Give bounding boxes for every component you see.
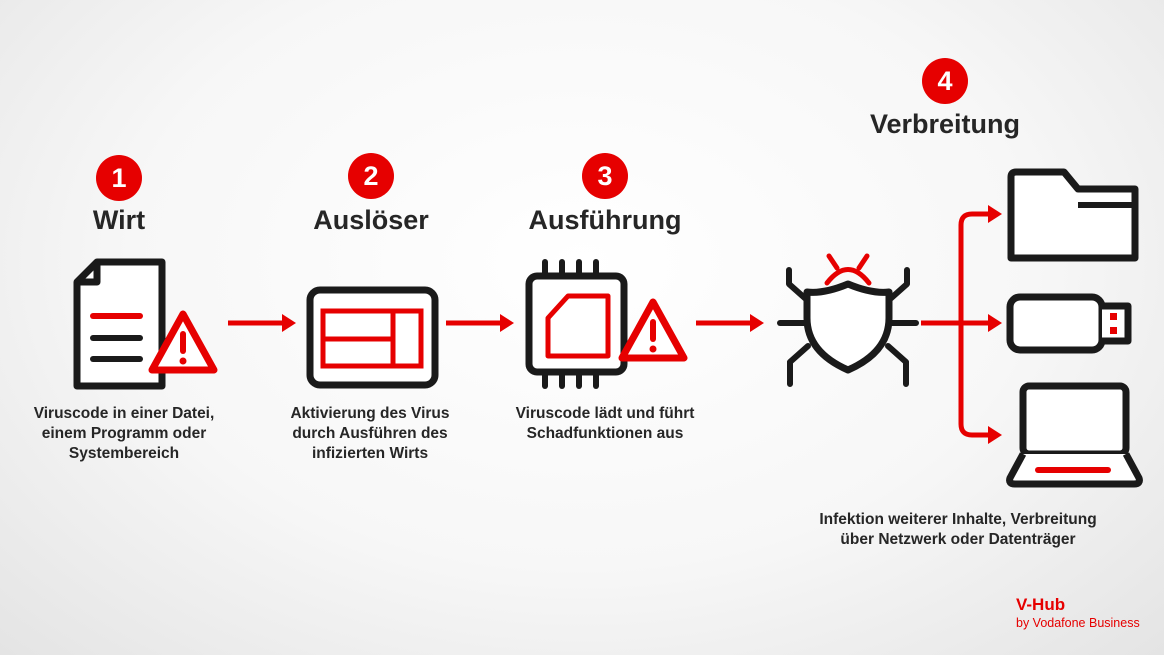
caption-line: durch Ausführen des bbox=[292, 425, 448, 442]
caption-line: Infektion weiterer Inhalte, Verbreitung bbox=[819, 511, 1097, 528]
caption-line: Systembereich bbox=[68, 445, 180, 462]
arrow-icon bbox=[446, 314, 514, 332]
step-3-caption: Viruscode lädt und führt Schadfunktionen… bbox=[490, 404, 720, 444]
warning-icon bbox=[148, 310, 218, 374]
laptop-icon bbox=[1006, 382, 1143, 488]
usb-stick-icon bbox=[1006, 293, 1132, 354]
arrow-icon bbox=[921, 205, 1002, 444]
caption-line: Viruscode lädt und führt bbox=[515, 405, 695, 422]
caption-line: Viruscode in einer Datei, bbox=[33, 405, 215, 422]
step-1-caption: Viruscode in einer Datei, einem Programm… bbox=[9, 404, 239, 464]
caption-line: über Netzwerk oder Datenträger bbox=[840, 531, 1076, 548]
step-4-title: Verbreitung bbox=[869, 109, 1021, 139]
arrow-icon bbox=[228, 314, 296, 332]
step-1-badge: 1 bbox=[96, 155, 142, 201]
step-2-badge: 2 bbox=[348, 153, 394, 199]
caption-line: einem Programm oder bbox=[41, 425, 207, 442]
caption-line: infizierten Wirts bbox=[311, 445, 429, 462]
brand-subtitle: by Vodafone Business bbox=[1016, 616, 1140, 630]
caption-line: Schadfunktionen aus bbox=[526, 425, 684, 442]
chip-icon bbox=[525, 259, 628, 389]
virus-bug-icon bbox=[777, 253, 919, 387]
step-3-badge: 3 bbox=[582, 153, 628, 199]
step-4-badge: 4 bbox=[922, 58, 968, 104]
arrow-icon bbox=[696, 314, 764, 332]
step-2-title: Auslöser bbox=[313, 205, 429, 235]
window-icon bbox=[306, 286, 439, 389]
step-2-caption: Aktivierung des Virus durch Ausführen de… bbox=[255, 404, 485, 464]
brand-name: V-Hub bbox=[1016, 595, 1066, 614]
step-3-title: Ausführung bbox=[528, 205, 682, 235]
warning-icon bbox=[618, 298, 688, 362]
folder-icon bbox=[1007, 168, 1139, 262]
step-1-title: Wirt bbox=[92, 205, 146, 235]
document-icon bbox=[73, 258, 166, 390]
caption-line: Aktivierung des Virus bbox=[290, 405, 450, 422]
step-4-caption: Infektion weiterer Inhalte, Verbreitung … bbox=[790, 510, 1126, 550]
brand-logo: V-Hub by Vodafone Business bbox=[1016, 595, 1156, 631]
